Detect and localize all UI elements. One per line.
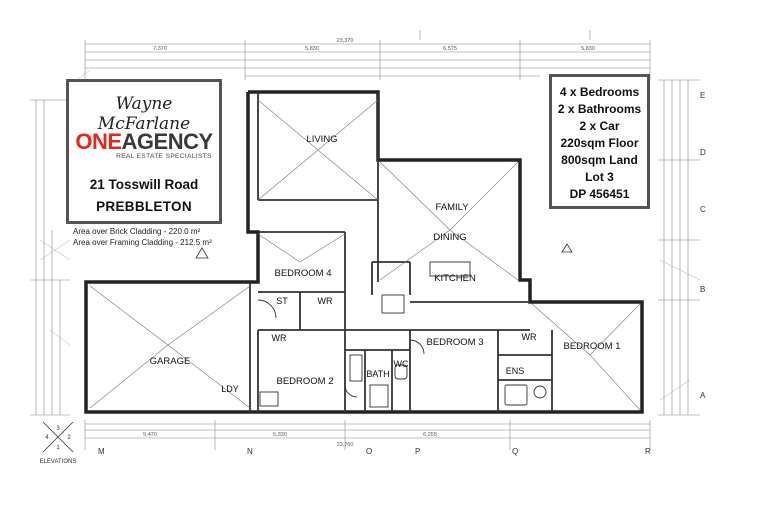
roof-ridge-lines: [89, 99, 641, 411]
room-label-garage: GARAGE: [150, 356, 191, 367]
grid-letter-n: N: [247, 447, 253, 456]
bottom-mid-dimension: 5,330: [273, 432, 287, 438]
fixtures: [257, 261, 547, 408]
top-right-dimension: 6,575: [443, 46, 457, 52]
spec-land-area: 800sqm Land: [561, 153, 638, 167]
grid-letter-d: D: [700, 148, 706, 157]
area-framing-cladding: Area over Framing Cladding - 212.5 m²: [73, 238, 212, 247]
elevation-number-2: 2: [67, 435, 71, 441]
top-left-dimension: 7,370: [153, 46, 167, 52]
property-specs-box: 4 x Bedrooms 2 x Bathrooms 2 x Car 220sq…: [549, 74, 650, 209]
grid-letters-bottom: M N O P Q R: [98, 447, 651, 456]
room-label-bedroom-1: BEDROOM 1: [563, 341, 620, 352]
address-suburb: PREBBLETON: [96, 199, 192, 214]
elevation-number-3: 3: [56, 426, 60, 432]
room-label-wr-2: WR: [272, 333, 287, 343]
spec-car: 2 x Car: [579, 119, 620, 133]
agent-info-box: Wayne McFarlane ONEAGENCY REAL ESTATE SP…: [66, 79, 222, 224]
grid-letter-e: E: [700, 91, 705, 100]
grid-letters-right: E D C B A: [700, 91, 706, 400]
spec-dp: DP 456451: [569, 187, 630, 201]
brand-agency: AGENCY: [121, 129, 214, 154]
bottom-left-dimension: 5,470: [143, 432, 157, 438]
area-brick-cladding: Area over Brick Cladding - 220.0 m²: [73, 227, 201, 236]
elevations-label: ELEVATIONS: [40, 459, 77, 465]
room-label-wr-3: WR: [522, 332, 537, 342]
elevation-marker: 3 4 2 1 ELEVATIONS: [40, 421, 77, 465]
dimension-text: 23,370 7,370 5,830 6,575 5,830 23,760 5,…: [143, 38, 595, 448]
room-label-bath: BATH: [366, 369, 389, 379]
room-label-bedroom-4: BEDROOM 4: [274, 268, 331, 279]
outer-walls: [84, 90, 644, 414]
grid-letter-p: P: [415, 447, 420, 456]
room-label-wr-1: WR: [318, 296, 333, 306]
brand-one: ONE: [75, 129, 122, 154]
spec-floor-area: 220sqm Floor: [560, 136, 639, 150]
agency-logo: ONEAGENCY REAL ESTATE SPECIALISTS: [69, 129, 219, 160]
room-label-bedroom-3: BEDROOM 3: [426, 337, 483, 348]
grid-letter-o: O: [366, 447, 372, 456]
agent-name: Wayne McFarlane: [97, 94, 191, 134]
inner-walls: [249, 92, 553, 412]
top-far-dimension: 5,830: [581, 46, 595, 52]
room-label-ens: ENS: [506, 366, 525, 376]
grid-letter-c: C: [700, 205, 706, 214]
address-street: 21 Tosswill Road: [89, 177, 199, 192]
grid-letter-r: R: [645, 447, 651, 456]
room-label-family: FAMILY: [435, 202, 469, 213]
spec-lot: Lot 3: [585, 170, 614, 184]
grid-letter-b: B: [700, 285, 705, 294]
north-markers: [195, 243, 573, 259]
spec-bedrooms: 4 x Bedrooms: [559, 85, 640, 99]
bottom-right-dimension: 6,255: [423, 432, 437, 438]
room-label-wc: WC: [394, 359, 409, 369]
grid-letter-m: M: [98, 447, 105, 456]
room-label-living: LIVING: [306, 134, 337, 145]
brand-tagline: REAL ESTATE SPECIALISTS: [116, 153, 212, 160]
room-label-dining: DINING: [433, 232, 466, 243]
room-label-bedroom-2: BEDROOM 2: [276, 376, 333, 387]
top-mid-dimension: 5,830: [305, 46, 319, 52]
grid-letter-q: Q: [512, 447, 518, 456]
elevation-number-4: 4: [45, 435, 49, 441]
dimension-lines: [30, 30, 700, 450]
grid-letter-a: A: [700, 391, 706, 400]
room-label-st: ST: [276, 296, 288, 306]
room-label-ldy: LDY: [221, 384, 239, 394]
bottom-overall-dimension: 23,760: [337, 442, 354, 448]
elevation-number-1: 1: [56, 445, 60, 451]
room-labels: LIVING FAMILY DINING KITCHEN BEDROOM 4 S…: [150, 134, 621, 394]
spec-bathrooms: 2 x Bathrooms: [557, 102, 642, 116]
overall-width-dimension: 23,370: [337, 38, 354, 44]
room-label-kitchen: KITCHEN: [434, 273, 476, 284]
